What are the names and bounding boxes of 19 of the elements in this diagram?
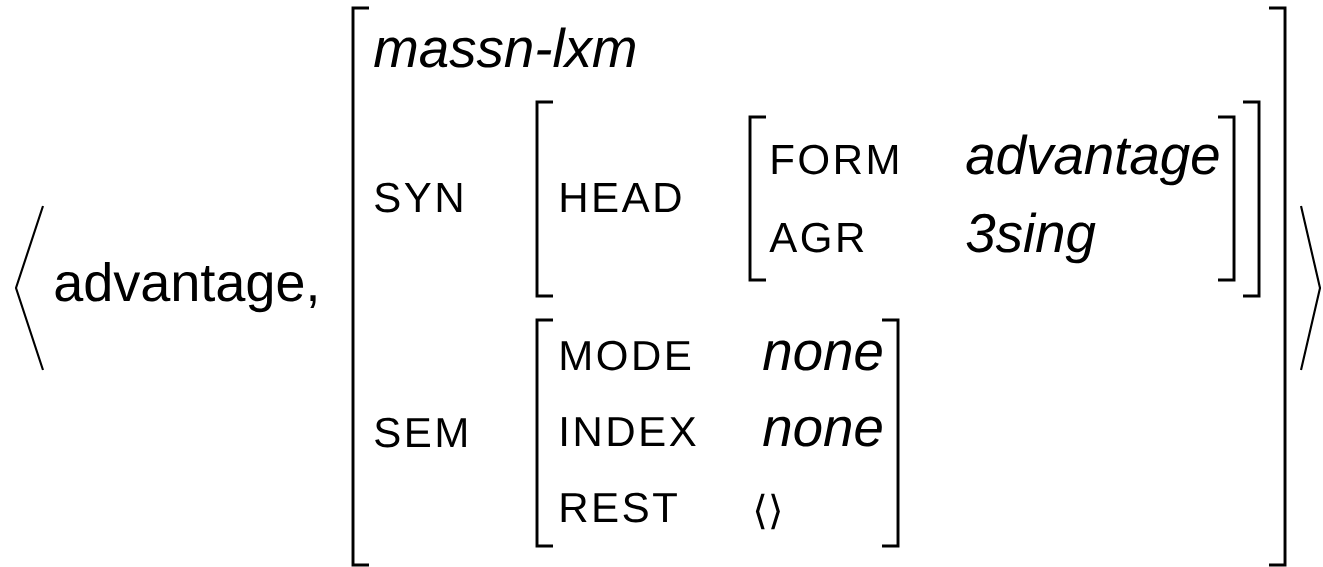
feature-value: none	[763, 416, 882, 447]
feature-name: FORM	[772, 144, 898, 175]
square-brackets	[748, 115, 1236, 282]
square-brackets	[535, 318, 900, 548]
feature-name: HEAD	[561, 183, 681, 212]
square-brackets	[535, 100, 1261, 298]
empty-list: ⟨⟩	[755, 493, 780, 530]
feature-name: SEM	[375, 417, 466, 448]
feature-name: MODE	[561, 340, 690, 371]
type-label: massn-lxm	[374, 27, 635, 68]
feature-name: INDEX	[562, 417, 696, 446]
feature-value: none	[763, 340, 882, 371]
word-form: advantage,	[55, 261, 316, 313]
square-brackets	[351, 6, 1287, 567]
feature-name: AGR	[769, 222, 864, 253]
feature-name: SYN	[375, 182, 462, 213]
feature-value: 3sing	[966, 212, 1096, 264]
feature-name: REST	[561, 492, 677, 523]
feature-value: advantage	[966, 134, 1219, 186]
